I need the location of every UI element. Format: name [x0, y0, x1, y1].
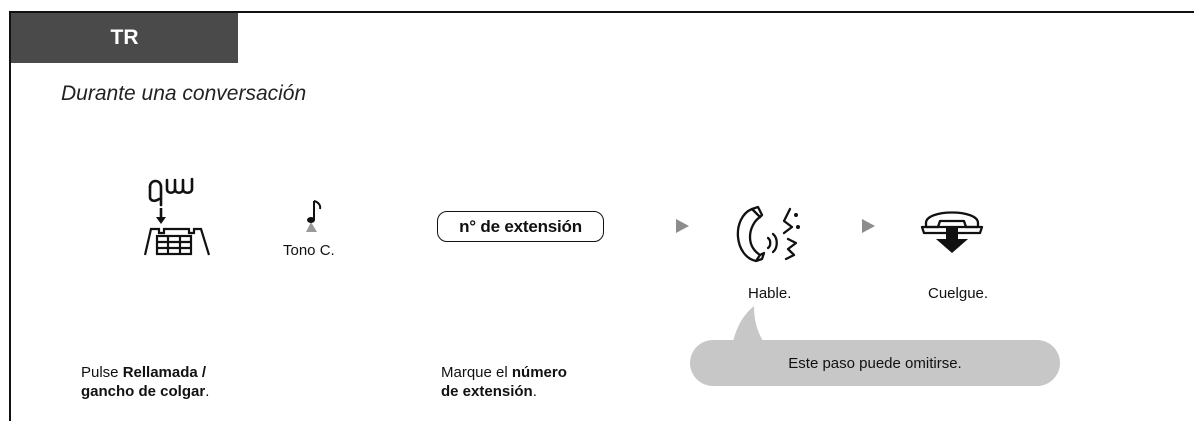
arrow-right-icon — [862, 219, 875, 233]
bubble-tail — [732, 306, 766, 346]
press-flash-hookswitch-icon — [143, 177, 211, 256]
extension-number-key-label: n° de extensión — [459, 216, 582, 236]
step1-instruction: Pulse Rellamada / gancho de colgar. — [81, 363, 209, 401]
hangup-label: Cuelgue. — [928, 285, 989, 302]
step1-instruction-bold2: gancho de colgar — [81, 383, 206, 400]
extension-instruction-suffix: . — [532, 383, 537, 400]
extension-instruction-bold2: de extensión — [441, 383, 533, 400]
hang-up-icon — [920, 211, 984, 253]
frame-left-border — [9, 11, 11, 421]
extension-instruction-bold1: número — [511, 364, 567, 381]
arrow-right-icon — [676, 219, 689, 233]
step1-instruction-suffix: . — [205, 383, 210, 400]
section-subtitle: Durante una conversación — [61, 82, 307, 105]
section-tab: TR — [11, 13, 238, 63]
talk-handset-icon — [736, 205, 800, 263]
tone-label: Tono C. — [283, 242, 335, 259]
step1-instruction-bold1: Rellamada / — [122, 364, 207, 381]
talk-label: Hable. — [748, 285, 792, 302]
frame-top-border — [9, 11, 1194, 13]
section-tab-label: TR — [110, 26, 139, 49]
optional-step-bubble: Este paso puede omitirse. — [690, 340, 1060, 386]
extension-instruction: Marque el número de extensión. — [441, 363, 567, 401]
extension-instruction-prefix: Marque el — [441, 364, 512, 381]
step1-instruction-prefix: Pulse — [81, 364, 123, 381]
musical-note-icon — [306, 200, 322, 232]
optional-step-text: Este paso puede omitirse. — [788, 354, 962, 372]
extension-number-key: n° de extensión — [437, 211, 604, 242]
